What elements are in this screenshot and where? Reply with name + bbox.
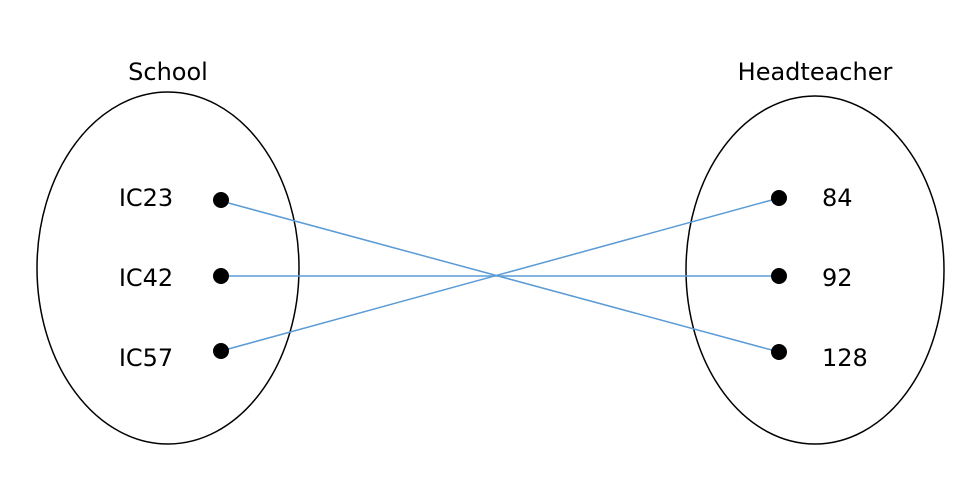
headteacher-element-128: 128 (822, 344, 868, 372)
school-element-ic23: IC23 (119, 184, 173, 212)
headteacher-element-84: 84 (822, 184, 853, 212)
dot-92 (771, 268, 787, 284)
dot-ic42 (213, 268, 229, 284)
school-element-ic57: IC57 (119, 344, 173, 372)
school-element-ic42: IC42 (119, 264, 173, 292)
headteacher-set-title: Headteacher (738, 58, 893, 86)
school-set-title: School (128, 58, 208, 86)
headteacher-set-ellipse (685, 95, 945, 445)
dot-ic23 (213, 192, 229, 208)
headteacher-element-92: 92 (822, 264, 853, 292)
school-set-ellipse (36, 91, 300, 445)
dot-84 (771, 190, 787, 206)
dot-ic57 (213, 343, 229, 359)
mapping-line-ic57-to-84 (220, 197, 780, 352)
dot-128 (771, 344, 787, 360)
